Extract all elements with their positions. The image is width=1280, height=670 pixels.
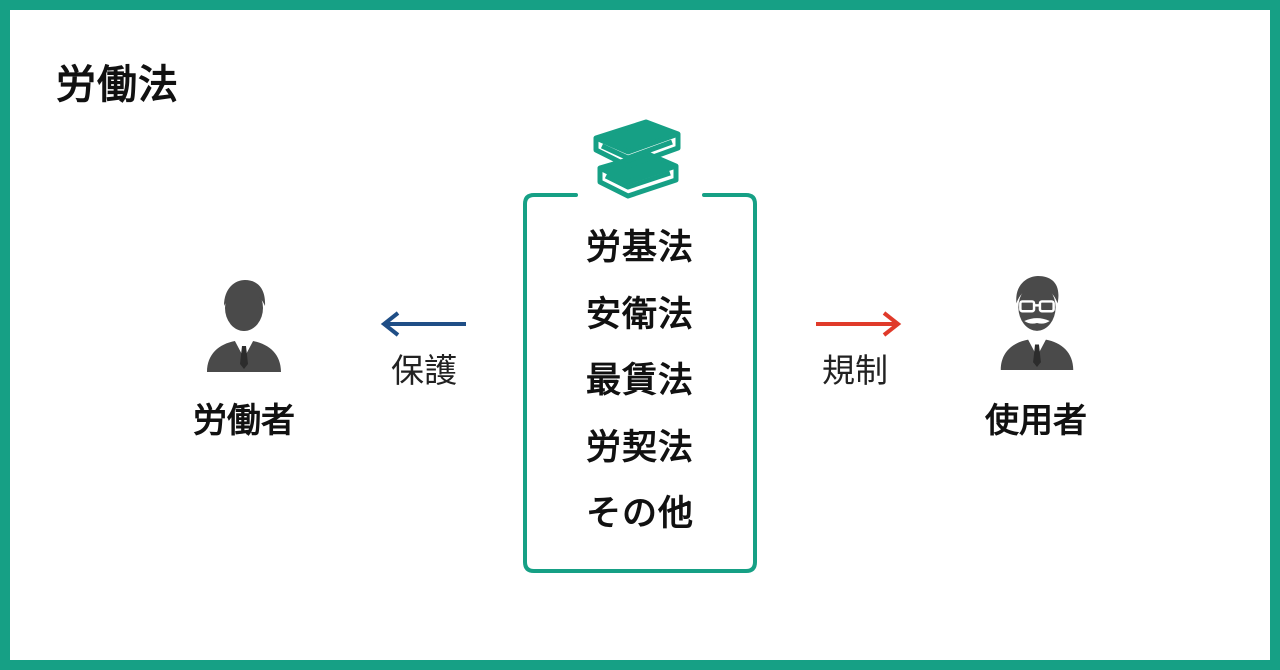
law-list-bracket (523, 193, 757, 573)
protection-arrow (380, 311, 466, 337)
worker-person-icon (207, 280, 281, 372)
law-item: 最賃法 (585, 361, 694, 401)
employer-person-icon (1000, 275, 1074, 370)
regulation-label: 規制 (822, 351, 888, 390)
protection-label: 保護 (391, 351, 457, 390)
law-item: 労契法 (585, 427, 694, 468)
books-icon (593, 119, 681, 199)
worker-label: 労働者 (193, 401, 295, 441)
law-list: 労基法 安衛法 最賃法 労契法 その他 (540, 222, 740, 555)
regulation-arrow (816, 311, 902, 337)
law-item: 安衛法 (585, 294, 694, 335)
diagram-title: 労働法 (56, 62, 179, 108)
employer-label: 使用者 (985, 401, 1087, 441)
law-item: その他 (585, 494, 694, 534)
law-item: 労基法 (585, 228, 694, 268)
